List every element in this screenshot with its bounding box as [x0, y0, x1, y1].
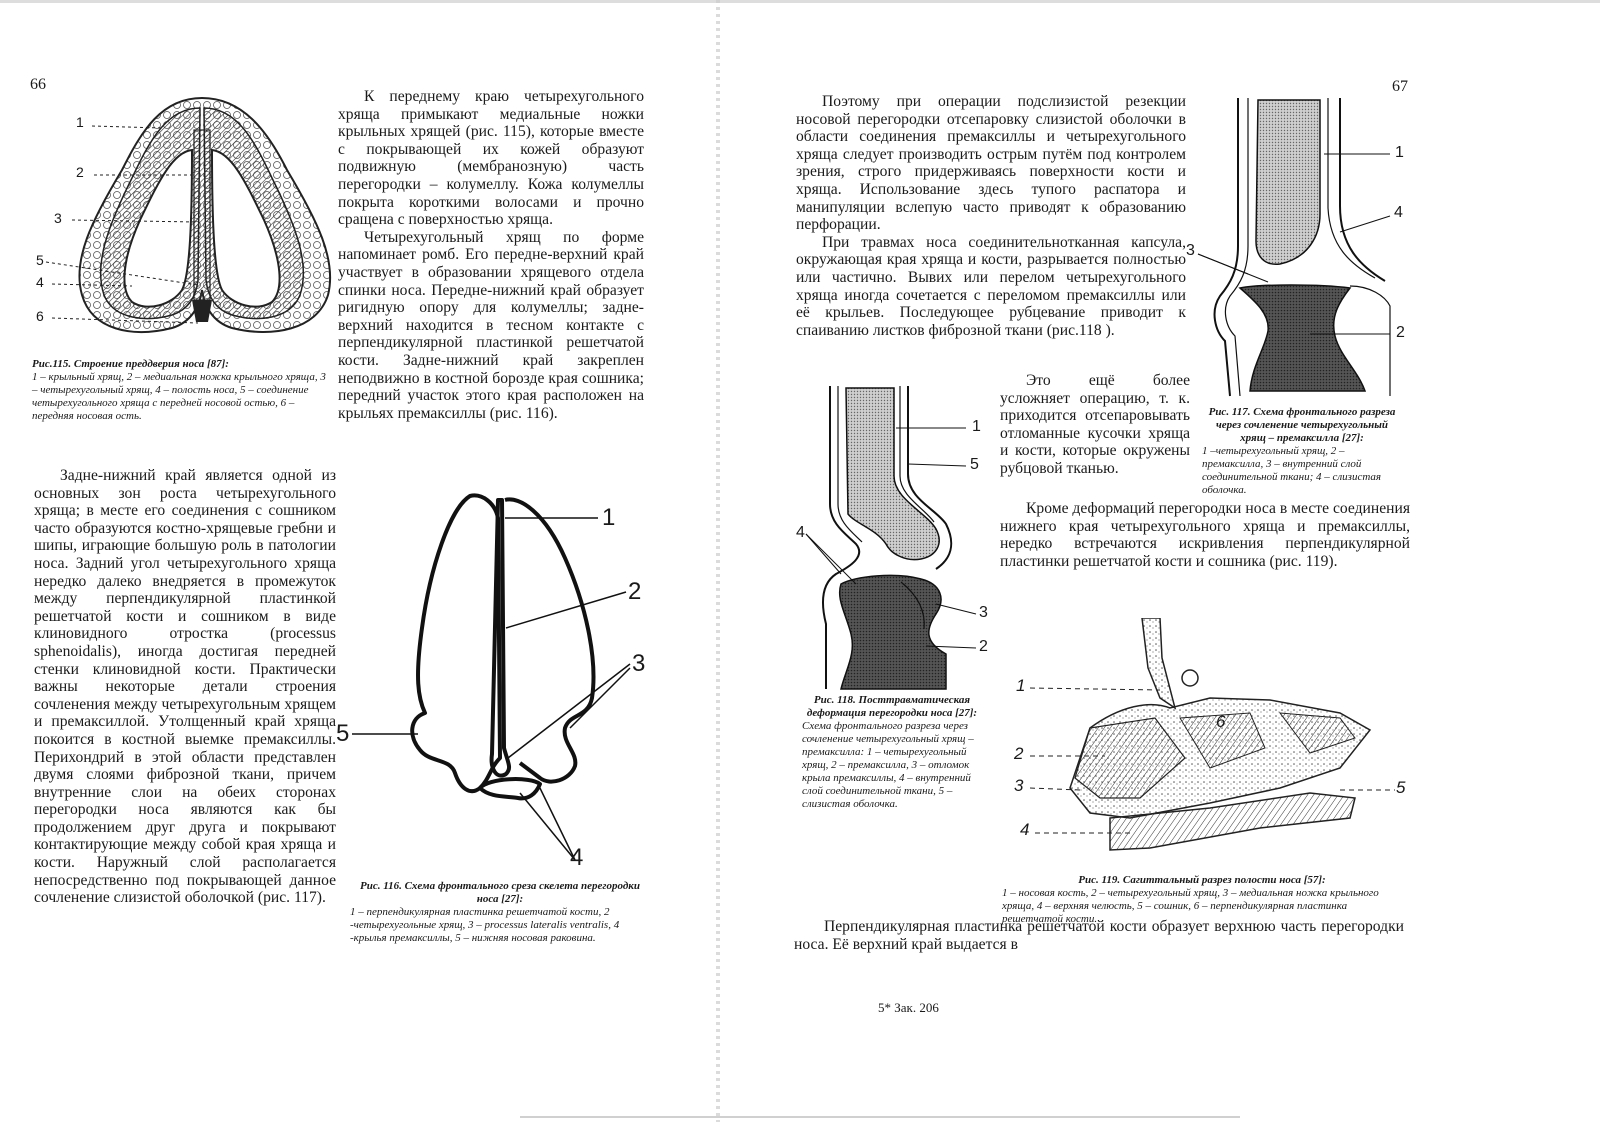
right-column-text: К переднему краю четырехугольного хряща …	[338, 88, 644, 422]
right-page-bottom-text: Перпендикулярная пластинка решетчатой ко…	[794, 918, 1404, 953]
fig115-description: 1 – крыльный хрящ, 2 – медиальная ножка …	[32, 371, 326, 422]
paragraph: Кроме деформаций перегородки носа в мест…	[1000, 500, 1410, 570]
fig119-description: 1 – носовая кость, 2 – четырехугольный х…	[1002, 887, 1379, 925]
page-number-left: 66	[30, 76, 46, 93]
figure-115: 1 2 3 5 4 6	[32, 90, 342, 352]
right-page-wrap-text: Кроме деформаций перегородки носа в мест…	[1000, 500, 1410, 570]
fig119-label-6: 6	[1216, 712, 1226, 731]
left-page: 66	[0, 0, 716, 1122]
figure-116: 1 2 3 4 5	[330, 488, 660, 873]
fig119-label-3: 3	[1014, 776, 1024, 795]
figure-115-caption: Рис.115. Строение преддверия носа [87]: …	[32, 358, 332, 423]
left-column-text: Задне-нижний край является одной из осно…	[34, 467, 336, 907]
right-page-top-text: Поэтому при операции подслизистой резекц…	[796, 93, 1186, 339]
fig115-label-3: 3	[54, 210, 62, 226]
fig119-label-1: 1	[1016, 676, 1026, 695]
figure-118-caption: Рис. 118. Посттравматическая деформация …	[802, 694, 982, 811]
page-number-right: 67	[1392, 78, 1408, 95]
paragraph: При травмах носа соединительнотканная ка…	[796, 233, 1186, 339]
scan-top-edge	[0, 0, 1600, 3]
fig119-title: Рис. 119. Сагиттальный разрез полости но…	[1078, 874, 1326, 886]
fig116-label-5: 5	[336, 720, 350, 747]
fig115-label-2: 2	[76, 164, 84, 180]
paragraph: Поэтому при операции подслизистой резекц…	[796, 93, 1186, 234]
paragraph: Задне-нижний край является одной из осно…	[34, 467, 336, 907]
book-gutter	[716, 0, 720, 1122]
fig117-label-1: 1	[1395, 144, 1404, 161]
right-page-middle-text: Это ещё более усложняет операцию, т. к. …	[1000, 372, 1190, 478]
fig118-title: Рис. 118. Посттравматическая деформация …	[806, 694, 978, 719]
fig116-label-2: 2	[628, 578, 642, 605]
figure-117-caption: Рис. 117. Схема фронтального разреза чер…	[1202, 406, 1402, 497]
page-footer: 5* Зак. 206	[878, 1000, 939, 1015]
figure-119: 1 2 3 4 5 6	[1010, 618, 1410, 868]
fig116-title: Рис. 116. Схема фронтального среза скеле…	[359, 880, 640, 905]
fig115-title: Рис.115. Строение преддверия носа [87]:	[32, 358, 229, 370]
fig116-label-4: 4	[570, 844, 584, 871]
right-page: 67 Поэтому при операции подслизистой рез…	[720, 0, 1600, 1122]
figure-119-drawing	[1029, 618, 1395, 851]
fig118-label-4: 4	[796, 524, 805, 541]
fig118-description: Схема фронтального разреза через сочлене…	[802, 720, 974, 810]
figure-119-caption: Рис. 119. Сагиттальный разрез полости но…	[1002, 874, 1402, 926]
fig116-description: 1 – перпендикулярная пластинка решетчато…	[350, 906, 620, 944]
fig116-label-1: 1	[602, 504, 616, 531]
fig117-title: Рис. 117. Схема фронтального разреза чер…	[1208, 406, 1396, 444]
fig119-label-5: 5	[1396, 778, 1406, 797]
figure-117: 1 4 3 2	[1186, 96, 1420, 401]
fig115-label-1: 1	[76, 114, 84, 130]
fig115-label-6: 6	[36, 308, 44, 324]
figure-116-caption: Рис. 116. Схема фронтального среза скеле…	[350, 880, 650, 945]
fig115-label-5: 5	[36, 252, 44, 268]
fig118-label-2: 2	[979, 638, 988, 655]
fig119-label-4: 4	[1020, 820, 1030, 839]
figure-115-drawing	[45, 96, 332, 333]
figure-116-drawing	[352, 493, 631, 861]
paragraph: Перпендикулярная пластинка решетчатой ко…	[794, 918, 1404, 953]
fig117-label-2: 2	[1396, 324, 1405, 341]
fig117-description: 1 –четырехугольный хрящ, 2 – премаксилла…	[1202, 445, 1382, 496]
figure-118: 1 5 4 3 2	[796, 384, 996, 690]
fig118-label-1: 1	[972, 418, 981, 435]
fig117-label-3: 3	[1186, 242, 1195, 259]
scan-bottom-edge	[520, 1116, 1240, 1118]
fig118-label-5: 5	[970, 456, 979, 473]
paragraph: Четырехугольный хрящ по форме напоминает…	[338, 228, 644, 422]
paragraph: К переднему краю четырехугольного хряща …	[338, 88, 644, 229]
fig119-label-2: 2	[1014, 744, 1024, 763]
fig116-label-3: 3	[632, 650, 646, 677]
paragraph: Это ещё более усложняет операцию, т. к. …	[1000, 372, 1190, 477]
fig115-label-4: 4	[36, 274, 44, 290]
figure-117-drawing	[1197, 98, 1391, 397]
fig118-label-3: 3	[979, 604, 988, 621]
fig117-label-4: 4	[1394, 204, 1403, 221]
figure-118-drawing	[805, 386, 977, 690]
